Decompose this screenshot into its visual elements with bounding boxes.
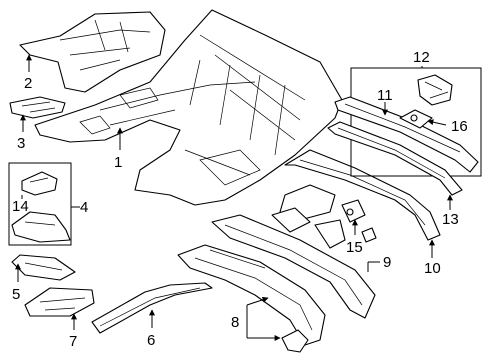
callout-16: 16	[451, 118, 468, 135]
part-3-bracket	[9, 96, 66, 119]
callout-5: 5	[12, 286, 20, 303]
part-13-long-rail	[327, 121, 463, 196]
callout-13: 13	[442, 211, 459, 228]
callout-15: 15	[346, 239, 363, 256]
part-4-bracket	[11, 211, 71, 243]
part-2-front-floor-pan	[19, 11, 166, 93]
callout-10: 10	[424, 260, 441, 277]
callout-4: 4	[80, 199, 88, 216]
callout-7: 7	[69, 333, 77, 350]
callout-11: 11	[377, 87, 393, 104]
part-14-floor-patch	[21, 171, 58, 196]
callout-9: 9	[383, 254, 391, 271]
part-10-long-rail	[284, 149, 441, 241]
part-16-bracket	[399, 109, 433, 129]
callout-1: 1	[114, 154, 122, 171]
callout-6: 6	[147, 332, 155, 349]
part-9-crossmember	[211, 214, 376, 319]
part-5-bracket	[11, 254, 76, 281]
callout-3: 3	[17, 135, 25, 152]
part-15-bracket-cluster	[271, 184, 377, 249]
callout-8: 8	[231, 314, 239, 331]
callout-14: 14	[12, 198, 29, 215]
callout-12: 12	[413, 49, 430, 66]
part-1-main-floor-pan	[34, 9, 343, 206]
part-11-rail	[334, 96, 479, 173]
part-12-bracket	[417, 74, 453, 106]
part-6-long-rail	[91, 282, 213, 334]
callout-2: 2	[24, 75, 32, 92]
group-box-4	[8, 162, 72, 246]
part-7-plate	[24, 287, 95, 317]
part-8-side-rail	[177, 244, 326, 353]
group-box-12	[350, 67, 482, 177]
